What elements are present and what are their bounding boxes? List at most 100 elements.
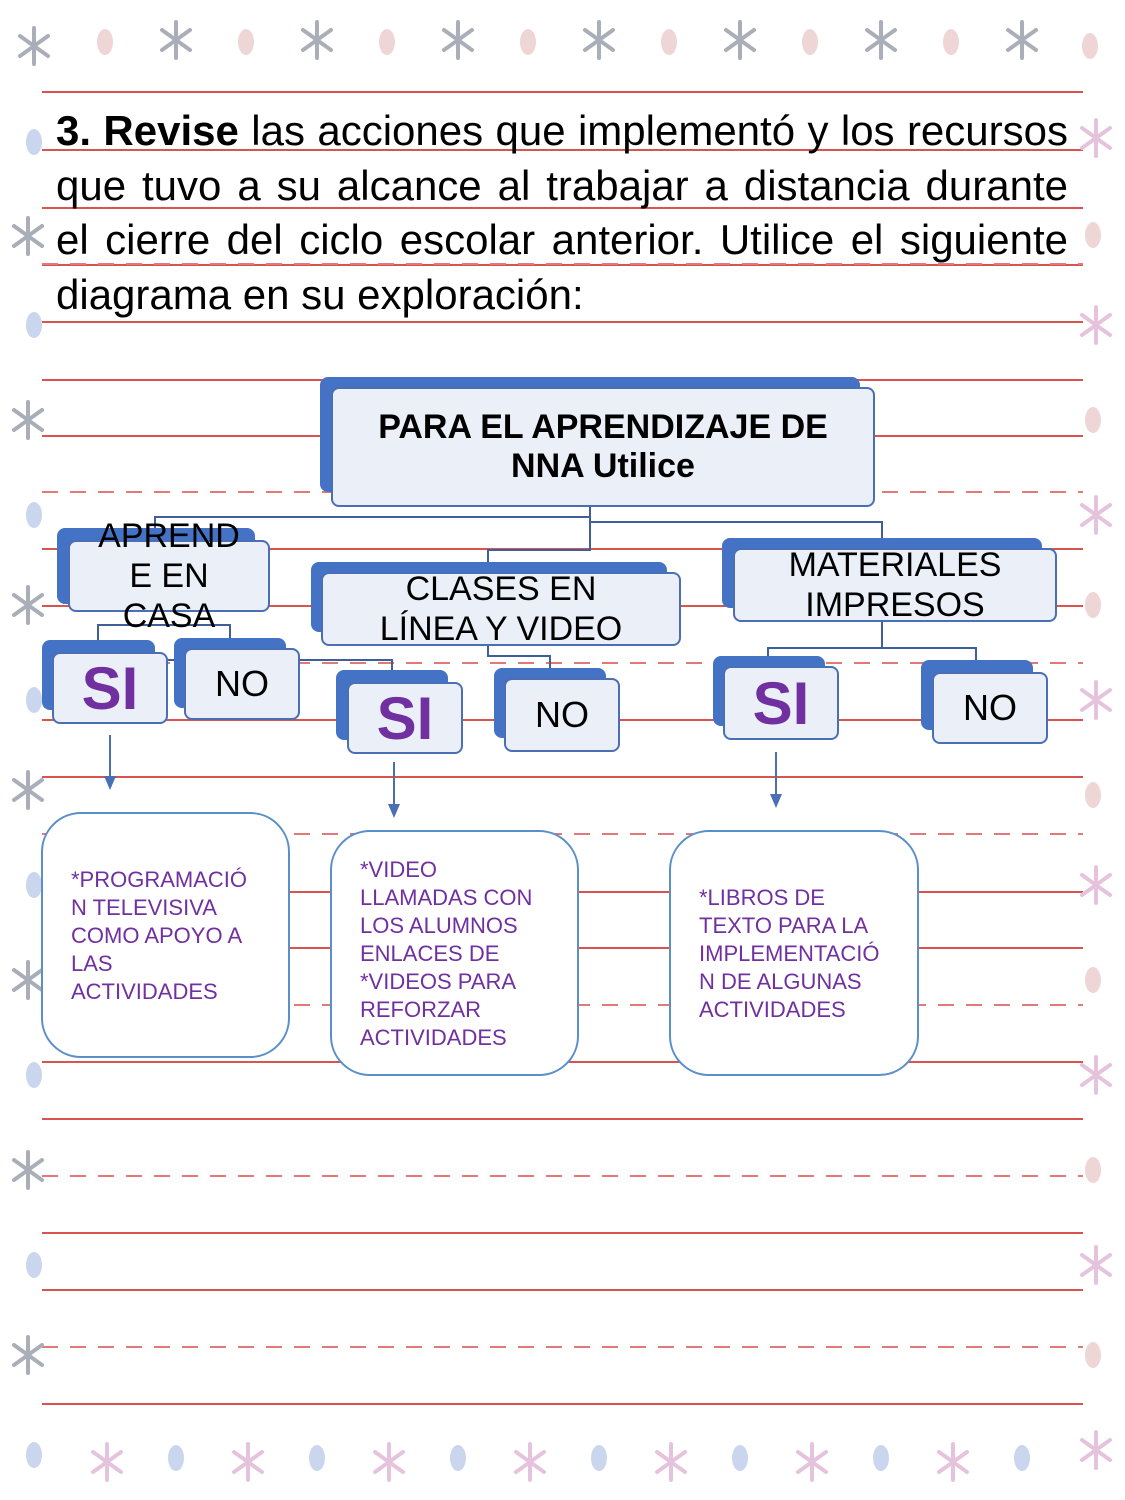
connector-root-branch3 — [590, 521, 883, 540]
star-doodle-icon — [301, 20, 333, 60]
star-doodle-icon — [1080, 865, 1112, 905]
dot-doodle-icon — [1014, 1445, 1030, 1471]
branch3-no-label: NO — [963, 687, 1017, 728]
star-doodle-icon — [724, 20, 756, 60]
branch2-line2: LÍNEA Y VIDEO — [379, 610, 623, 648]
star-doodle-icon — [655, 1442, 687, 1482]
connector-b3-no — [882, 647, 977, 660]
dot-doodle-icon — [1085, 1157, 1101, 1183]
branch2-line1: CLASES EN — [405, 570, 597, 608]
dot-doodle-icon — [1085, 1342, 1101, 1368]
star-doodle-icon — [1080, 118, 1112, 158]
branch2-yes-box: SI — [347, 682, 463, 754]
dot-doodle-icon — [873, 1445, 889, 1471]
branch2-no-box: NO — [504, 678, 620, 752]
dot-doodle-icon — [26, 1252, 42, 1278]
dot-doodle-icon — [1085, 592, 1101, 618]
dot-doodle-icon — [1085, 967, 1101, 993]
branch1-note-line: ACTIVIDADES — [71, 979, 218, 1004]
dot-doodle-icon — [26, 872, 42, 898]
branch2-note-line: *VIDEO — [360, 857, 438, 882]
root-line1: PARA EL APRENDIZAJE DE — [378, 408, 828, 446]
dot-doodle-icon — [1085, 407, 1101, 433]
connector-b3-yes — [767, 620, 883, 658]
connector-root-branch2 — [487, 522, 591, 562]
dot-doodle-icon — [26, 1442, 42, 1468]
star-doodle-icon — [12, 770, 44, 810]
root-box: PARA EL APRENDIZAJE DE NNA Utilice — [331, 387, 875, 507]
star-doodle-icon — [12, 960, 44, 1000]
branch2-no-label: NO — [535, 694, 589, 735]
dot-doodle-icon — [1085, 222, 1101, 248]
branch3-yes-box: SI — [723, 666, 839, 740]
branch1-line3: CASA — [122, 597, 216, 635]
branch1-note: *PROGRAMACIÓ N TELEVISIVA COMO APOYO A L… — [41, 812, 290, 1058]
branch1-yes-label: SI — [81, 654, 139, 722]
dot-doodle-icon — [1085, 782, 1101, 808]
instruction-text: las acciones que implementó y los recurs… — [56, 107, 1068, 318]
star-doodle-icon — [514, 1442, 546, 1482]
branch2-note-line: ENLACES DE — [360, 941, 500, 966]
dot-doodle-icon — [26, 1062, 42, 1088]
star-doodle-icon — [1080, 680, 1112, 720]
branch2-yes-label: SI — [376, 684, 434, 752]
dot-doodle-icon — [802, 29, 818, 55]
star-doodle-icon — [18, 26, 50, 66]
star-doodle-icon — [1080, 1245, 1112, 1285]
star-doodle-icon — [12, 1150, 44, 1190]
star-doodle-icon — [1080, 495, 1112, 535]
branch1-line1: APREND — [98, 517, 240, 555]
dot-doodle-icon — [943, 29, 959, 55]
dot-doodle-icon — [661, 29, 677, 55]
dot-doodle-icon — [97, 29, 113, 55]
branch1-note-line: COMO APOYO A — [71, 923, 243, 948]
root-line2: NNA Utilice — [511, 447, 695, 485]
branch3-note: *LIBROS DE TEXTO PARA LA IMPLEMENTACIÓ N… — [669, 830, 919, 1076]
star-doodle-icon — [12, 400, 44, 440]
branch3-note-line: *LIBROS DE — [699, 885, 825, 910]
star-doodle-icon — [937, 1442, 969, 1482]
star-doodle-icon — [91, 1442, 123, 1482]
dot-doodle-icon — [26, 129, 42, 155]
branch3-no-box: NO — [932, 672, 1048, 744]
connector-root-branch1 — [154, 516, 590, 530]
branch2-note: *VIDEO LLAMADAS CON LOS ALUMNOS ENLACES … — [330, 830, 579, 1076]
dot-doodle-icon — [26, 502, 42, 528]
dot-doodle-icon — [26, 312, 42, 338]
branch2-note-line: ACTIVIDADES — [360, 1025, 507, 1050]
star-doodle-icon — [865, 20, 897, 60]
star-doodle-icon — [796, 1442, 828, 1482]
connector-b1-no — [155, 624, 231, 640]
branch2-note-line: LOS ALUMNOS — [360, 913, 518, 938]
connector-b1-yes — [97, 624, 155, 642]
branch3-line1: MATERIALES — [788, 546, 1002, 584]
branch2-box: CLASES EN LÍNEA Y VIDEO — [321, 570, 681, 648]
star-doodle-icon — [12, 1335, 44, 1375]
dot-doodle-icon — [591, 1445, 607, 1471]
dot-doodle-icon — [379, 29, 395, 55]
dot-doodle-icon — [168, 1445, 184, 1471]
arrow-b3-head — [770, 794, 782, 808]
instruction-paragraph: 3. Revise las acciones que implementó y … — [56, 104, 1068, 322]
star-doodle-icon — [583, 20, 615, 60]
dot-doodle-icon — [26, 687, 42, 713]
branch3-note-line: ACTIVIDADES — [699, 997, 846, 1022]
star-doodle-icon — [1080, 1055, 1112, 1095]
connector-b2-no — [487, 645, 551, 668]
branch1-no-box: NO — [184, 648, 300, 720]
branch1-yes-box: SI — [52, 652, 168, 724]
branch1-box: APREND E EN CASA — [68, 517, 270, 635]
star-doodle-icon — [373, 1442, 405, 1482]
dot-doodle-icon — [520, 29, 536, 55]
dot-doodle-icon — [1082, 33, 1098, 59]
dot-doodle-icon — [238, 29, 254, 55]
arrow-b2-head — [388, 804, 400, 818]
dot-doodle-icon — [732, 1445, 748, 1471]
branch1-no-label: NO — [215, 663, 269, 704]
star-doodle-icon — [12, 216, 44, 256]
branch1-note-line: *PROGRAMACIÓ — [71, 867, 248, 892]
branch3-note-line: TEXTO PARA LA — [699, 913, 869, 938]
dot-doodle-icon — [450, 1445, 466, 1471]
branch2-note-line: LLAMADAS CON — [360, 885, 533, 910]
star-doodle-icon — [442, 20, 474, 60]
